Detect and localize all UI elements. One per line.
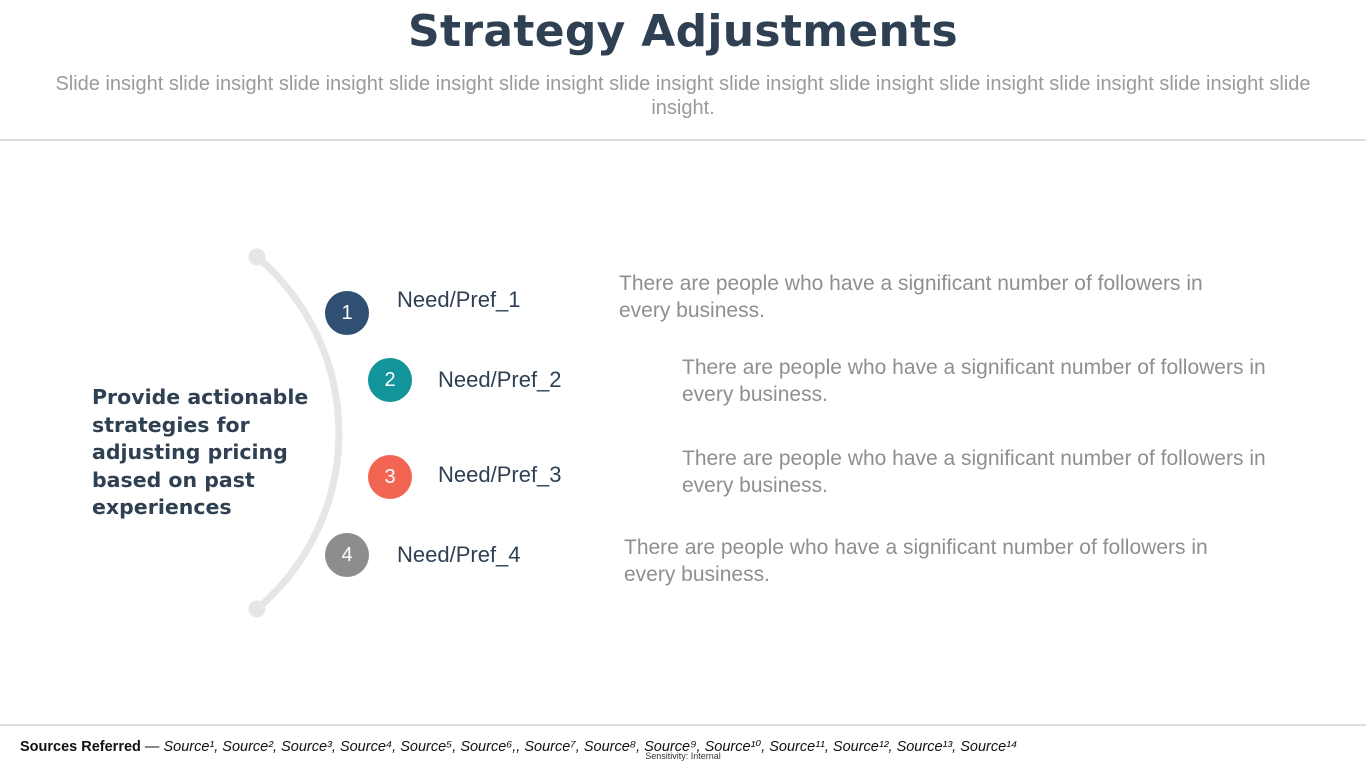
sources-footer: Sources Referred — Source¹, Source², Sou…: [20, 739, 1350, 755]
step-1-marker: 1: [325, 291, 369, 335]
step-4-description: There are people who have a significant …: [624, 536, 1208, 586]
footer-divider: [0, 724, 1366, 726]
slide-subtitle: Slide insight slide insight slide insigh…: [55, 73, 1311, 119]
step-3-description: There are people who have a significant …: [682, 447, 1266, 497]
step-3-marker: 3: [368, 455, 412, 499]
sources-list: Source¹, Source², Source³, Source⁴, Sour…: [163, 739, 1018, 755]
step-2-marker: 2: [368, 358, 412, 402]
header-divider: [0, 139, 1366, 141]
timeline-arc-path: [253, 253, 343, 613]
step-4-marker: 4: [325, 533, 369, 577]
sources-separator: —: [140, 739, 164, 755]
step-2-label: Need/Pref_2: [438, 367, 562, 392]
step-2-description: There are people who have a significant …: [682, 356, 1266, 406]
lead-statement: Provide actionable strategies for adjust…: [92, 385, 309, 519]
sources-label: Sources Referred: [20, 739, 141, 755]
sensitivity-label: Sensitivity: Internal: [645, 751, 721, 761]
slide-title: Strategy Adjustments: [408, 6, 958, 57]
step-4-label: Need/Pref_4: [397, 542, 521, 567]
arc-end-dot: [248, 600, 266, 618]
step-1-label: Need/Pref_1: [397, 287, 521, 312]
step-3-label: Need/Pref_3: [438, 462, 562, 487]
step-1-description: There are people who have a significant …: [619, 272, 1203, 322]
arc-start-dot: [248, 248, 266, 266]
